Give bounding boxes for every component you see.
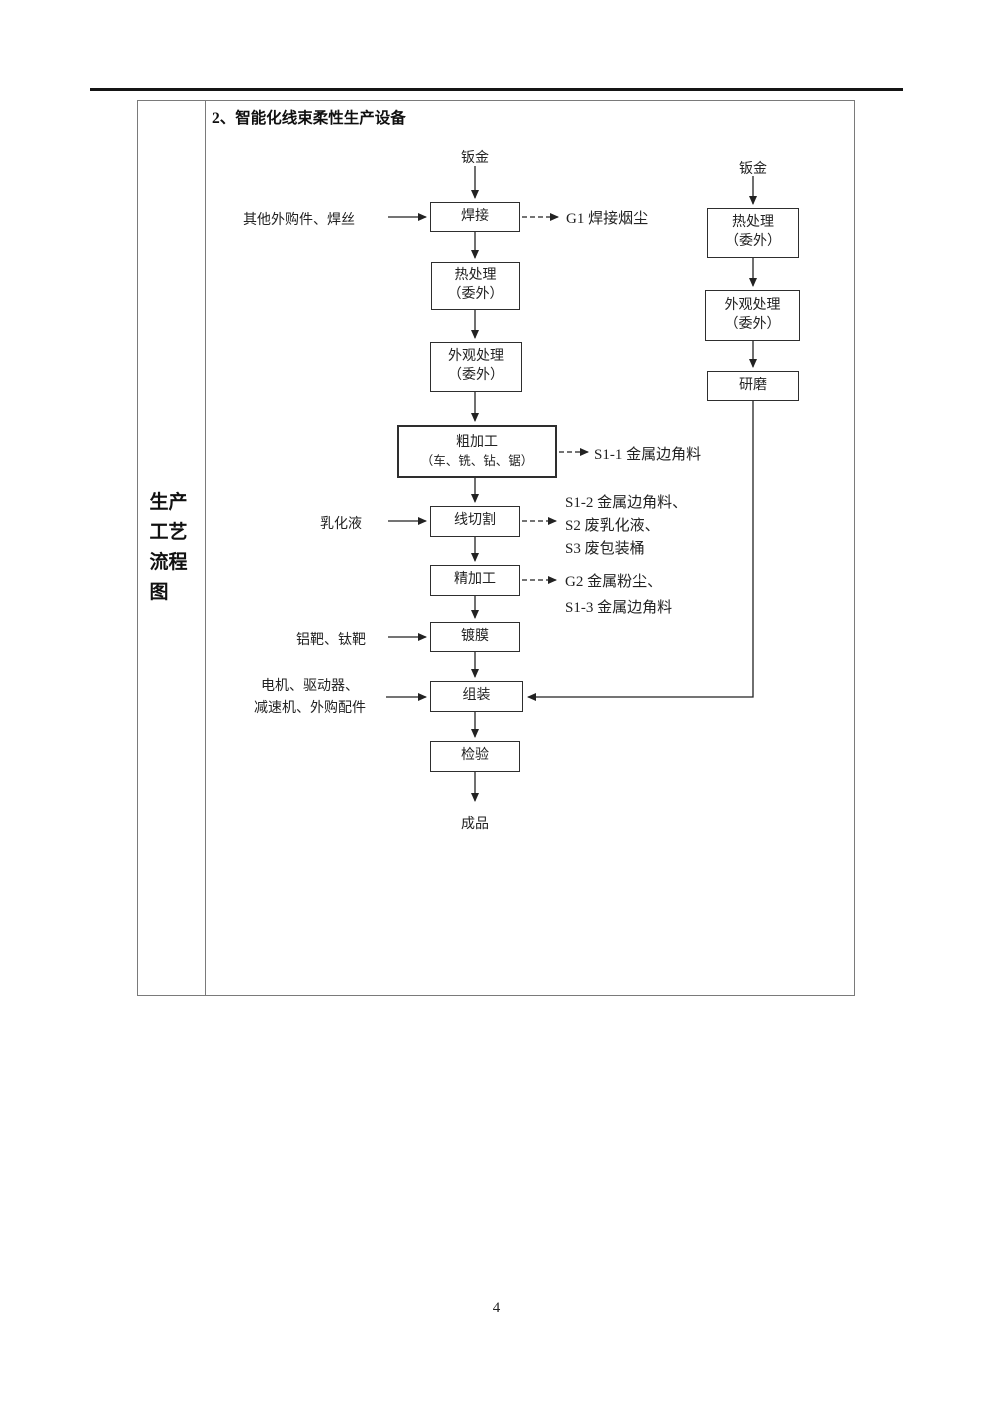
input-targets: 铝靶、钛靶	[296, 633, 366, 648]
node-heat-treatment-label: 热处理	[454, 268, 497, 284]
node-welding: 焊接	[430, 202, 520, 232]
side-label-cell: 生产工艺流程图	[138, 101, 206, 995]
node-heat-treatment-sublabel: （委外）	[447, 287, 504, 302]
node-inspection: 检验	[430, 741, 520, 772]
output-fine-machining-wastes: G2 金属粉尘、 S1-3 金属边角料	[565, 569, 672, 621]
output-fine-machining-line2: S1-3 金属边角料	[565, 600, 673, 616]
node-right-surface-treatment-sublabel: （委外）	[724, 316, 781, 332]
node-right-heat-treatment-label: 热处理	[732, 215, 774, 231]
node-grinding-label: 研磨	[739, 377, 767, 393]
node-wire-cutting: 线切割	[430, 506, 520, 537]
node-right-heat-treatment-sublabel: （委外）	[725, 234, 781, 249]
output-wire-cutting-line3: S3 废包装桶	[565, 541, 645, 557]
node-surface-treatment: 外观处理 （委外）	[430, 342, 522, 392]
content-table: 生产工艺流程图	[137, 100, 855, 996]
output-welding-fume: G1 焊接烟尘	[566, 211, 649, 227]
input-assembly-parts: 电机、驱动器、 减速机、外购配件	[240, 676, 380, 720]
node-right-heat-treatment: 热处理 （委外）	[707, 208, 799, 258]
node-fine-machining-label: 精加工	[454, 572, 496, 588]
header-rule	[90, 88, 903, 91]
node-wire-cutting-label: 线切割	[454, 513, 496, 529]
output-wire-cutting-wastes: S1-2 金属边角料、 S2 废乳化液、 S3 废包装桶	[565, 492, 687, 561]
input-welding-materials: 其他外购件、焊丝	[243, 213, 355, 228]
output-fine-machining-line1: G2 金属粉尘、	[565, 574, 663, 590]
node-rough-machining: 粗加工 （车、铣、钻、锯）	[397, 425, 557, 478]
node-surface-treatment-label: 外观处理	[448, 349, 504, 365]
output-wire-cutting-line1: S1-2 金属边角料、	[565, 495, 688, 511]
node-rough-machining-label: 粗加工	[456, 434, 498, 450]
node-grinding: 研磨	[707, 371, 799, 401]
node-welding-label: 焊接	[461, 208, 489, 224]
label-right-source-sheet-metal: 钣金	[739, 162, 767, 177]
page-number: 4	[492, 1300, 501, 1316]
node-coating-label: 镀膜	[461, 628, 489, 644]
node-right-surface-treatment-label: 外观处理	[724, 297, 781, 313]
node-fine-machining: 精加工	[430, 565, 520, 596]
node-heat-treatment: 热处理 （委外）	[431, 262, 520, 310]
label-product: 成品	[461, 817, 489, 832]
node-rough-machining-sublabel: （车、铣、钻、锯）	[420, 453, 534, 468]
section-title: 2、智能化线束柔性生产设备	[212, 110, 406, 127]
input-assembly-parts-line2: 减速机、外购配件	[254, 701, 366, 716]
node-assembly: 组装	[430, 681, 523, 712]
input-emulsion: 乳化液	[320, 517, 362, 532]
output-rough-scrap: S1-1 金属边角料	[594, 447, 702, 463]
node-right-surface-treatment: 外观处理 （委外）	[705, 290, 800, 341]
node-surface-treatment-sublabel: （委外）	[448, 368, 504, 383]
node-assembly-label: 组装	[462, 688, 491, 704]
side-label: 生产工艺流程图	[149, 492, 188, 603]
node-coating: 镀膜	[430, 622, 520, 652]
output-wire-cutting-line2: S2 废乳化液、	[565, 518, 660, 534]
input-assembly-parts-line1: 电机、驱动器、	[261, 679, 359, 694]
node-inspection-label: 检验	[461, 748, 489, 764]
label-source-sheet-metal: 钣金	[461, 151, 489, 166]
